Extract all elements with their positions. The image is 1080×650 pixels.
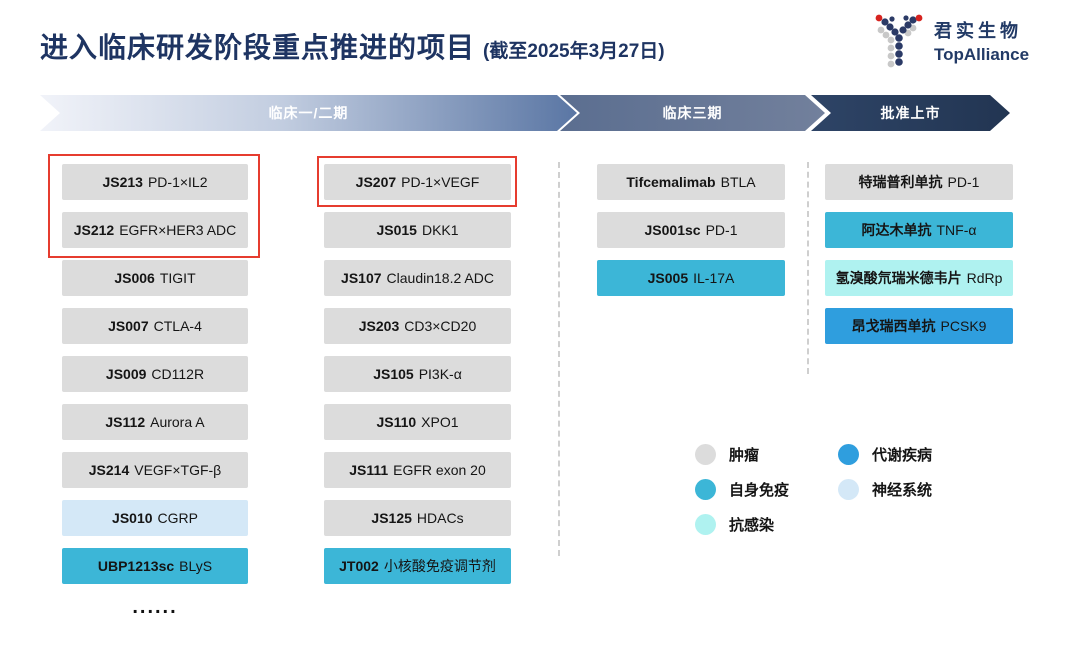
legend-column-left: 肿瘤 自身免疫 抗感染 bbox=[695, 443, 789, 548]
legend-swatch-tumor bbox=[695, 443, 716, 465]
highlight-frame-js213-js212 bbox=[48, 154, 260, 258]
title-main: 进入临床研发阶段重点推进的项目 bbox=[40, 32, 476, 63]
legend-item-metabolic: 代谢疾病 bbox=[838, 443, 932, 465]
legend-item-tumor: 肿瘤 bbox=[695, 443, 789, 465]
legend-swatch-metabolic bbox=[838, 443, 859, 465]
divider-phase12-phase3 bbox=[558, 162, 560, 556]
legend-item-autoimmune: 自身免疫 bbox=[695, 478, 789, 500]
logo-text: 君实生物 TopAlliance bbox=[934, 17, 1029, 65]
legend-swatch-nervous bbox=[838, 478, 859, 500]
page-title: 进入临床研发阶段重点推进的项目 (截至2025年3月27日) bbox=[40, 26, 665, 66]
stage-label: 临床三期 bbox=[662, 105, 723, 121]
logo-name-en: TopAlliance bbox=[934, 45, 1030, 64]
stage-arrow-approved: 批准上市 bbox=[811, 95, 1010, 131]
stage-arrow-clinical-3: 临床三期 bbox=[560, 95, 825, 131]
stage-label: 批准上市 bbox=[880, 105, 941, 121]
legend-item-anti-infection: 抗感染 bbox=[695, 513, 789, 535]
legend-swatch-autoimmune bbox=[695, 478, 716, 500]
company-logo: 君实生物 TopAlliance bbox=[870, 12, 1029, 70]
logo-name-cn: 君实生物 bbox=[934, 21, 1022, 41]
legend-column-right: 代谢疾病 神经系统 bbox=[838, 443, 932, 513]
legend-item-nervous: 神经系统 bbox=[838, 478, 932, 500]
highlight-frame-js207 bbox=[317, 156, 517, 207]
stage-arrow-clinical-1-2: 临床一/二期 bbox=[40, 95, 577, 131]
legend-swatch-anti-infection bbox=[695, 513, 716, 535]
divider-phase3-approved bbox=[807, 162, 809, 374]
antibody-logo-icon bbox=[875, 14, 923, 68]
more-items-ellipsis: ...... bbox=[132, 596, 178, 618]
title-date-note: (截至2025年3月27日) bbox=[483, 41, 665, 62]
stage-label: 临床一/二期 bbox=[268, 105, 349, 121]
